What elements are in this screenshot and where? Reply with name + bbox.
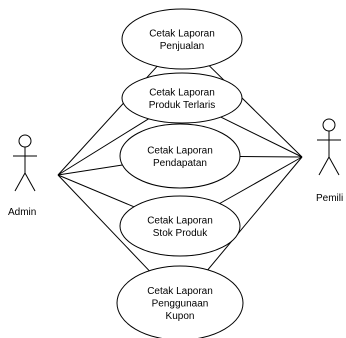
- use-case-ellipse: [116, 265, 244, 338]
- actor-label: Pemili: [316, 193, 343, 204]
- use-case-label: Stok Produk: [153, 228, 208, 239]
- use-case-label: Pendapatan: [153, 158, 207, 169]
- association-pemilik-uc3: [239, 156, 303, 158]
- stick-figure-icon: [317, 118, 341, 176]
- actors: Admin Pemili: [8, 118, 343, 218]
- use-case-ellipse: [121, 72, 243, 124]
- association-pemilik-uc4: [219, 156, 303, 204]
- use-case-ellipse: [121, 8, 243, 70]
- use-case-label: Cetak Laporan: [149, 28, 215, 39]
- association-pemilik-uc2: [220, 116, 303, 158]
- use-case-ellipse: [119, 195, 241, 257]
- use-case-ellipse: [119, 123, 241, 189]
- use-case-label: Cetak Laporan: [147, 286, 213, 297]
- actor-admin[interactable]: Admin: [8, 134, 37, 218]
- stick-figure-icon: [13, 134, 37, 192]
- use-case-label: Cetak Laporan: [149, 87, 215, 98]
- use-case-label: Produk Terlaris: [149, 100, 216, 111]
- association-admin-uc5: [57, 174, 150, 272]
- use-case-label: Penjualan: [160, 41, 204, 52]
- use-case-label: Cetak Laporan: [147, 145, 213, 156]
- actor-pemilik[interactable]: Pemili: [316, 118, 343, 204]
- use-case-label: Kupon: [166, 311, 195, 322]
- association-pemilik-uc5: [207, 156, 303, 271]
- association-admin-uc4: [57, 174, 135, 208]
- use-case-label: Cetak Laporan: [147, 215, 213, 226]
- association-admin-uc3: [57, 164, 123, 176]
- actor-label: Admin: [8, 207, 36, 218]
- use-case-label: Penggunaan: [152, 299, 209, 310]
- association-admin-uc2: [57, 118, 149, 176]
